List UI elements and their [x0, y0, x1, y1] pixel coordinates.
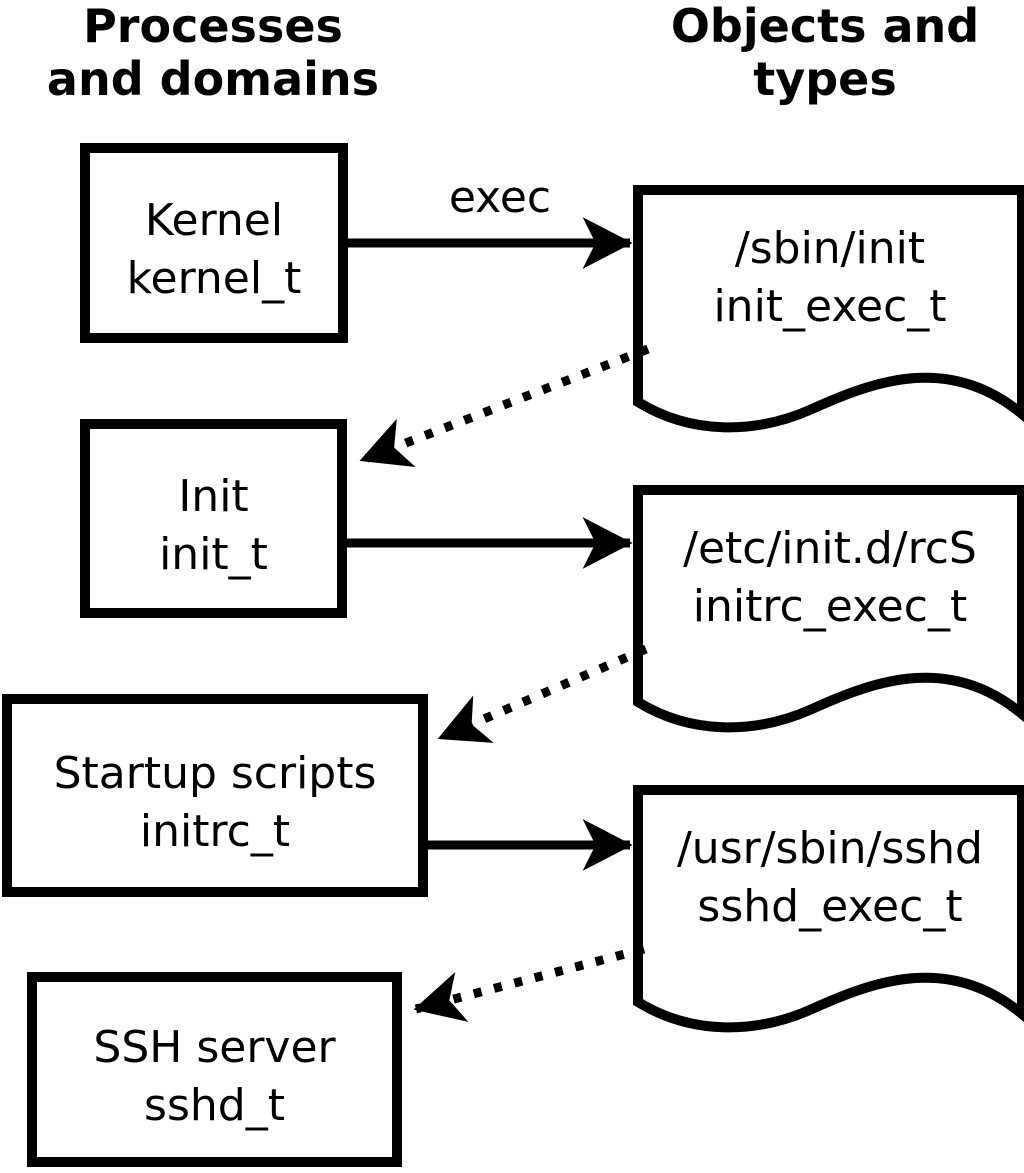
document-shape-sbin-init — [633, 185, 1024, 433]
object-doc-label-usr-sbin-sshd: /usr/sbin/sshd sshd_exec_t — [652, 820, 1008, 936]
process-name-label: SSH server — [93, 1021, 336, 1073]
column-header-objects: Objects and types — [630, 0, 1020, 106]
domain-type-label: initrc_t — [139, 805, 291, 857]
transition-arrow-usr-sbin-sshd-to-ssh-server — [413, 944, 646, 1022]
process-box-init: Init init_t — [80, 419, 347, 618]
column-header-processes: Processes and domains — [28, 0, 398, 106]
document-shape-usr-sbin-sshd — [633, 785, 1024, 1033]
transition-arrow-etc-initd-rcs-to-startup-scripts — [437, 644, 648, 743]
process-box-startup-scripts: Startup scripts initrc_t — [2, 694, 428, 897]
process-name-label: Kernel — [144, 195, 284, 246]
process-box-ssh-server: SSH server sshd_t — [27, 972, 402, 1167]
domain-type-label: init_t — [159, 528, 268, 580]
process-name-label: Startup scripts — [53, 747, 377, 799]
document-shape-etc-initd-rcs — [633, 485, 1024, 733]
column-header-objects-line1: Objects and — [670, 0, 980, 53]
object-doc-label-etc-initd-rcs: /etc/init.d/rcS initrc_exec_t — [652, 520, 1008, 636]
column-header-objects-line2: types — [753, 52, 897, 106]
object-type-label: initrc_exec_t — [692, 581, 968, 632]
transition-arrow-sbin-init-to-init — [359, 344, 650, 467]
process-box-kernel: Kernel kernel_t — [80, 143, 348, 343]
column-header-processes-line1: Processes — [83, 0, 343, 53]
object-type-label: init_exec_t — [713, 281, 947, 332]
object-type-label: sshd_exec_t — [697, 881, 963, 932]
object-path-label: /etc/init.d/rcS — [683, 523, 977, 574]
domain-type-label: sshd_t — [144, 1079, 285, 1131]
object-path-label: /sbin/init — [734, 223, 926, 274]
exec-arrow-label: exec — [448, 172, 552, 223]
column-header-processes-line2: and domains — [46, 52, 380, 106]
domain-type-label: kernel_t — [126, 253, 302, 304]
process-name-label: Init — [178, 470, 249, 522]
object-doc-label-sbin-init: /sbin/init init_exec_t — [652, 220, 1008, 336]
object-path-label: /usr/sbin/sshd — [676, 823, 983, 874]
